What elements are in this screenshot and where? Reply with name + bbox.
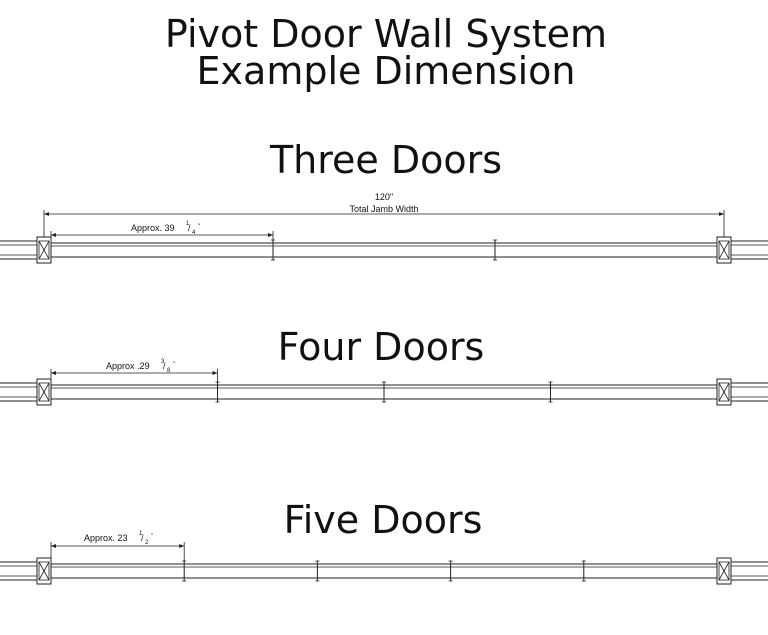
jamb-right-inner (718, 561, 730, 581)
wall-stub-right (729, 382, 768, 402)
door-dimension-arrow (51, 233, 56, 237)
door-width-fraction-denominator: 2 (145, 540, 149, 546)
jamb-right-cross (718, 382, 730, 402)
jamb-left-inner (38, 240, 50, 260)
door-width-prefix: Approx .29 (106, 361, 150, 371)
door-width-fraction-slash: / (141, 533, 144, 543)
wall-stub-left (0, 240, 38, 260)
overall-width-value: 120" (375, 192, 393, 202)
jamb-right-cross (718, 240, 730, 260)
door-dimension-arrow (51, 544, 56, 548)
jamb-right-cross (718, 561, 730, 581)
door-track (50, 563, 718, 579)
door-width-fraction-numerator: 3 (161, 359, 165, 365)
jamb-right-inner (718, 240, 730, 260)
door-width-unit: " (151, 534, 153, 540)
jamb-left-inner (38, 382, 50, 402)
door-width-prefix: Approx. 39 (131, 223, 175, 233)
jamb-left-cross (38, 561, 50, 581)
door-track (50, 242, 718, 258)
jamb-left-cross (38, 240, 50, 260)
door-width-fraction-denominator: 4 (192, 230, 196, 236)
wall-stub-left (0, 561, 38, 581)
wall-elevation-four-doors (0, 369, 768, 406)
overall-dimension-arrow (719, 212, 724, 216)
jamb-left-inner (38, 561, 50, 581)
wall-elevation-three-doors (0, 210, 768, 264)
door-dimension-arrow (179, 544, 185, 548)
wall-stub-right (729, 561, 768, 581)
page-title-line2: Example Dimension (197, 49, 576, 93)
jamb-right-inner (718, 382, 730, 402)
door-dimension-five-doors: Approx. 23 1 / 2 " (84, 531, 153, 546)
wall-stub-left (0, 382, 38, 402)
door-dimension-arrow (51, 371, 56, 375)
section-heading-four-doors: Four Doors (278, 325, 485, 369)
section-heading-three-doors: Three Doors (269, 138, 502, 182)
door-width-fraction-slash: / (163, 361, 166, 371)
door-width-fraction-numerator: 1 (139, 531, 143, 537)
door-width-fraction-denominator: 8 (167, 368, 171, 374)
door-dimension-arrow (268, 233, 273, 237)
door-width-fraction-slash: / (188, 223, 191, 233)
wall-elevation-five-doors (0, 542, 768, 585)
wall-stub-right (729, 240, 768, 260)
section-heading-five-doors: Five Doors (284, 498, 483, 542)
door-width-unit: " (198, 224, 200, 230)
overall-width-label: Total Jamb Width (349, 204, 418, 214)
page-title-line1: Pivot Door Wall System (165, 12, 607, 56)
door-dimension-three-doors: Approx. 39 1 / 4 " (131, 221, 200, 236)
door-width-prefix: Approx. 23 (84, 533, 128, 543)
door-dimension-arrow (212, 371, 218, 375)
door-dimension-four-doors: Approx .29 3 / 8 " (106, 359, 175, 374)
jamb-left-cross (38, 382, 50, 402)
overall-dimension-arrow (44, 212, 49, 216)
door-width-unit: " (173, 362, 175, 368)
door-width-fraction-numerator: 1 (186, 221, 190, 227)
